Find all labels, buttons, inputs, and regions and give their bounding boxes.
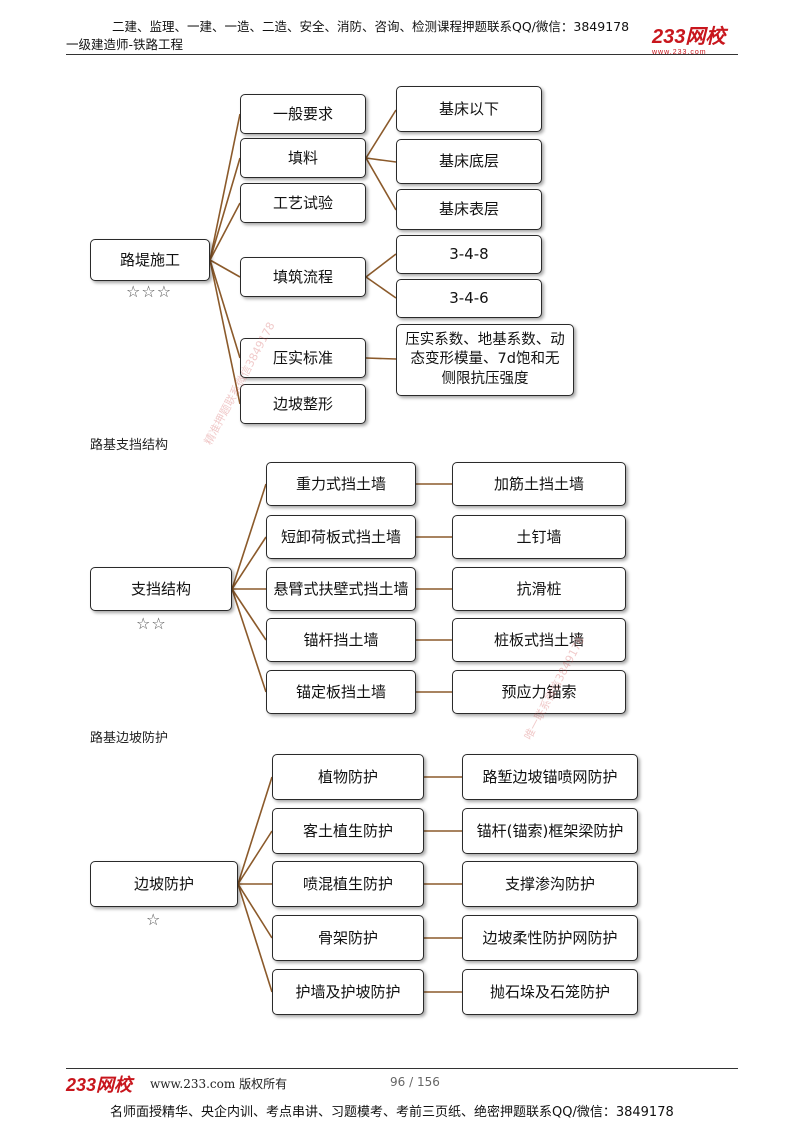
footer-promo-text: 名师面授精华、央企内训、考点串讲、习题模考、考前三页纸、绝密押题联系QQ/微信：… xyxy=(110,1105,674,1120)
node-filling-flow: 填筑流程 xyxy=(240,257,366,297)
node-spray-mix-planting: 喷混植生防护 xyxy=(272,861,424,907)
compaction-line-1: 压实系数、地基系数、动 xyxy=(405,331,565,348)
node-anti-slide-pile: 抗滑桩 xyxy=(452,567,626,611)
node-process-test: 工艺试验 xyxy=(240,183,366,223)
node-slope-protection: 边坡防护 xyxy=(90,861,238,907)
node-flow-348: 3-4-8 xyxy=(396,235,542,274)
node-cantilever-counterfort-wall: 悬臂式扶壁式挡土墙 xyxy=(266,567,416,611)
section-label-retaining: 路基支挡结构 xyxy=(90,438,169,453)
page-number: 96 / 156 xyxy=(390,1075,440,1089)
footer-logo: 233网校 xyxy=(66,1075,133,1095)
importance-stars: ☆☆☆ xyxy=(126,282,173,301)
node-below-subgrade-bed: 基床以下 xyxy=(396,86,542,132)
node-compaction-indicators: 压实系数、地基系数、动 态变形模量、7d饱和无 侧限抗压强度 xyxy=(396,324,574,396)
compaction-line-3: 侧限抗压强度 xyxy=(441,370,529,387)
node-slope-trimming: 边坡整形 xyxy=(240,384,366,424)
node-anchor-spray-net: 路堑边坡锚喷网防护 xyxy=(462,754,638,800)
node-soil-nail-wall: 土钉墙 xyxy=(452,515,626,559)
header-subject: 一级建造师-铁路工程 xyxy=(66,37,184,52)
node-reinforced-earth-wall: 加筋土挡土墙 xyxy=(452,462,626,506)
node-prestressed-anchor-cable: 预应力锚索 xyxy=(452,670,626,714)
node-embankment-construction: 路堤施工 xyxy=(90,239,210,281)
section-label-slope-protection: 路基边坡防护 xyxy=(90,731,169,746)
node-subgrade-bed-bottom: 基床底层 xyxy=(396,139,542,184)
importance-stars: ☆☆ xyxy=(136,614,167,633)
compaction-line-2: 态变形模量、7d饱和无 xyxy=(410,351,560,368)
node-gravity-wall: 重力式挡土墙 xyxy=(266,462,416,506)
header-logo-text: 233网校 xyxy=(652,26,726,48)
node-subgrade-bed-surface: 基床表层 xyxy=(396,189,542,230)
header-rule xyxy=(66,54,738,55)
footer-copyright: www.233.com 版权所有 xyxy=(150,1077,288,1091)
header-logo: 233网校 www.233.com xyxy=(652,20,725,56)
node-fill-material: 填料 xyxy=(240,138,366,178)
node-riprap-gabion: 抛石垛及石笼防护 xyxy=(462,969,638,1015)
footer-rule xyxy=(66,1068,738,1069)
node-compaction-standard: 压实标准 xyxy=(240,338,366,378)
node-flow-346: 3-4-6 xyxy=(396,279,542,318)
node-plant-protection: 植物防护 xyxy=(272,754,424,800)
node-general-requirements: 一般要求 xyxy=(240,94,366,134)
importance-stars: ☆ xyxy=(146,910,162,929)
node-pile-plate-wall: 桩板式挡土墙 xyxy=(452,618,626,662)
header-logo-url: www.233.com xyxy=(652,49,707,56)
header-promo-text: 二建、监理、一建、一造、二造、安全、消防、咨询、检测课程押题联系QQ/微信：38… xyxy=(112,19,630,34)
node-support-seepage-ditch: 支撑渗沟防护 xyxy=(462,861,638,907)
node-relief-shelf-wall: 短卸荷板式挡土墙 xyxy=(266,515,416,559)
node-anchor-plate-wall: 锚定板挡土墙 xyxy=(266,670,416,714)
node-flexible-net: 边坡柔性防护网防护 xyxy=(462,915,638,961)
node-anchor-frame-beam: 锚杆(锚索)框架梁防护 xyxy=(462,808,638,854)
node-anchor-rod-wall: 锚杆挡土墙 xyxy=(266,618,416,662)
node-frame-protection: 骨架防护 xyxy=(272,915,424,961)
node-wall-slope-protection: 护墙及护坡防护 xyxy=(272,969,424,1015)
node-retaining-structures: 支挡结构 xyxy=(90,567,232,611)
node-guest-soil-planting: 客土植生防护 xyxy=(272,808,424,854)
